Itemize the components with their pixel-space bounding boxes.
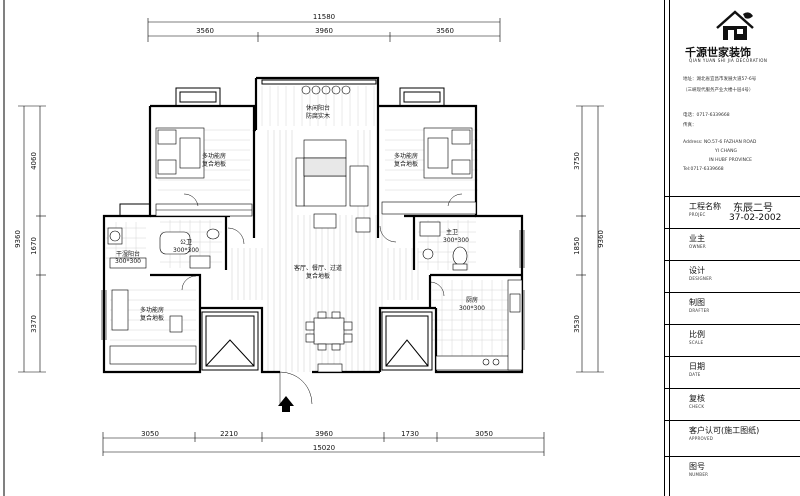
- phone-cn: 电话：0717-6339668: [683, 113, 730, 118]
- dim-bottom-seg-3: 3960: [315, 430, 333, 438]
- dim-left-total: 9360: [14, 230, 22, 248]
- row-drawing-no: 图号 NUMBER: [665, 456, 800, 496]
- label-room-bottom-left-1: 多功能房: [140, 306, 164, 314]
- dim-top-seg-1: 3560: [196, 27, 214, 35]
- furniture: [107, 127, 523, 373]
- date-label: 日期: [689, 362, 705, 371]
- phone-en: Tel:0717-6339668: [683, 167, 724, 172]
- doors: [181, 193, 463, 405]
- dim-left-seg-2: 1670: [30, 237, 38, 255]
- dimension-bottom: [102, 432, 545, 456]
- label-bath-left-2: 300*300: [173, 247, 199, 254]
- dimension-top: [147, 18, 501, 42]
- address-cn-2: （三峡现代服务产业大楼十层4号）: [683, 88, 754, 93]
- address-cn-1: 地址：湖北省宜昌市发展大道57-6号: [683, 77, 757, 82]
- dim-top-seg-2: 3960: [315, 27, 333, 35]
- owner-label-en: OWNER: [689, 244, 706, 249]
- label-bath-right-2: 300*300: [443, 237, 469, 244]
- project-label-en: PROJEC: [689, 212, 706, 217]
- entrance-arrow-icon: [278, 396, 294, 412]
- windows: [101, 230, 525, 350]
- floor-plan: 11580 3560 3960 3560 3050 2210 3960 1730…: [3, 0, 605, 496]
- approval-label: 客户认可(施工图纸): [689, 426, 760, 435]
- label-bedroom-right-1: 多功能房: [394, 152, 418, 160]
- date-label-en: DATE: [689, 372, 701, 377]
- label-bedroom-right-2: 复合地板: [394, 160, 418, 168]
- company-logo-icon: [716, 10, 754, 40]
- row-check: 复核 CHECK: [665, 388, 800, 420]
- address-en-1: Address: NO.57-6 FAZHAN ROAD: [683, 140, 757, 145]
- label-kitchen-1: 厨房: [466, 296, 478, 304]
- row-scale: 比例 SCALE: [665, 324, 800, 356]
- dimension-right: [576, 105, 604, 373]
- dim-right-total: 9360: [597, 230, 605, 248]
- company-name: 千源世家装饰: [685, 46, 751, 59]
- label-laundry-2: 300*300: [115, 258, 141, 265]
- title-block-inner-line: [669, 0, 670, 496]
- drawing-no-label: 图号: [689, 462, 705, 471]
- label-laundry-1: 干湿阳台: [116, 250, 140, 258]
- draft-label-en: DRAFTER: [689, 308, 710, 313]
- drawing-no-label-en: NUMBER: [689, 472, 709, 477]
- light-shafts: [201, 311, 433, 371]
- design-label-en: DESIGNER: [689, 276, 713, 281]
- check-label: 复核: [689, 394, 705, 403]
- label-room-bottom-left-2: 复合地板: [140, 314, 164, 322]
- project-label: 工程名称: [689, 202, 721, 211]
- row-date: 日期 DATE: [665, 356, 800, 388]
- row-project: 工程名称 PROJEC 东辰二号 37-02-2002: [665, 196, 800, 228]
- check-label-en: CHECK: [689, 404, 705, 409]
- plants: [301, 85, 351, 95]
- balcony-hatch: [261, 86, 375, 126]
- design-label: 设计: [689, 266, 705, 275]
- label-bath-right-1: 主卫: [446, 228, 458, 236]
- dim-left-seg-1: 4060: [30, 152, 38, 170]
- dim-right-seg-1: 3750: [573, 152, 581, 170]
- project-name-1: 东辰二号: [733, 203, 773, 214]
- bay-windows: [119, 79, 445, 217]
- project-name-2: 37-02-2002: [729, 213, 782, 223]
- label-bedroom-left-2: 复合地板: [202, 160, 226, 168]
- approval-label-en: APPROVED: [689, 436, 714, 441]
- label-bedroom-left-1: 多功能房: [202, 152, 226, 160]
- dim-left-seg-3: 3370: [30, 315, 38, 333]
- label-kitchen-2: 300*300: [459, 305, 485, 312]
- tile-hatch: [106, 220, 520, 360]
- row-design: 设计 DESIGNER: [665, 260, 800, 292]
- dim-bottom-seg-1: 3050: [141, 430, 159, 438]
- fax-cn: 传真：: [683, 123, 697, 128]
- label-bath-left-1: 公卫: [180, 239, 192, 246]
- label-balcony-1: 休闲阳台: [306, 104, 330, 112]
- company-en: QIAN YUAN SHI JIA DECORATION: [689, 58, 768, 63]
- dim-right-seg-2: 1850: [573, 237, 581, 255]
- dim-bottom-seg-4: 1730: [401, 430, 419, 438]
- dim-top-seg-3: 3560: [436, 27, 454, 35]
- dimension-left: [18, 105, 46, 373]
- dim-top-total: 11580: [313, 13, 335, 21]
- row-draft: 制图 DRAFTER: [665, 292, 800, 324]
- row-approval: 客户认可(施工图纸) APPROVED: [665, 420, 800, 456]
- owner-label: 业主: [689, 234, 705, 243]
- address-en-2: YI CHANG: [715, 149, 737, 154]
- scale-label-en: SCALE: [689, 340, 704, 345]
- dim-bottom-seg-5: 3050: [475, 430, 493, 438]
- title-block: 千源世家装饰 QIAN YUAN SHI JIA DECORATION 地址：湖…: [664, 0, 800, 496]
- label-balcony-2: 防腐实木: [306, 112, 330, 120]
- scale-label: 比例: [689, 330, 705, 339]
- dim-right-seg-3: 3530: [573, 315, 581, 333]
- label-living-1: 客厅、餐厅、过道: [294, 264, 342, 272]
- row-owner: 业主 OWNER: [665, 228, 800, 260]
- address-en-3: IN HUBF PROVINCE: [709, 158, 752, 163]
- dim-bottom-seg-2: 2210: [220, 430, 238, 438]
- label-living-2: 复合地板: [306, 272, 330, 280]
- dim-bottom-total: 15020: [313, 444, 335, 452]
- draft-label: 制图: [689, 298, 705, 307]
